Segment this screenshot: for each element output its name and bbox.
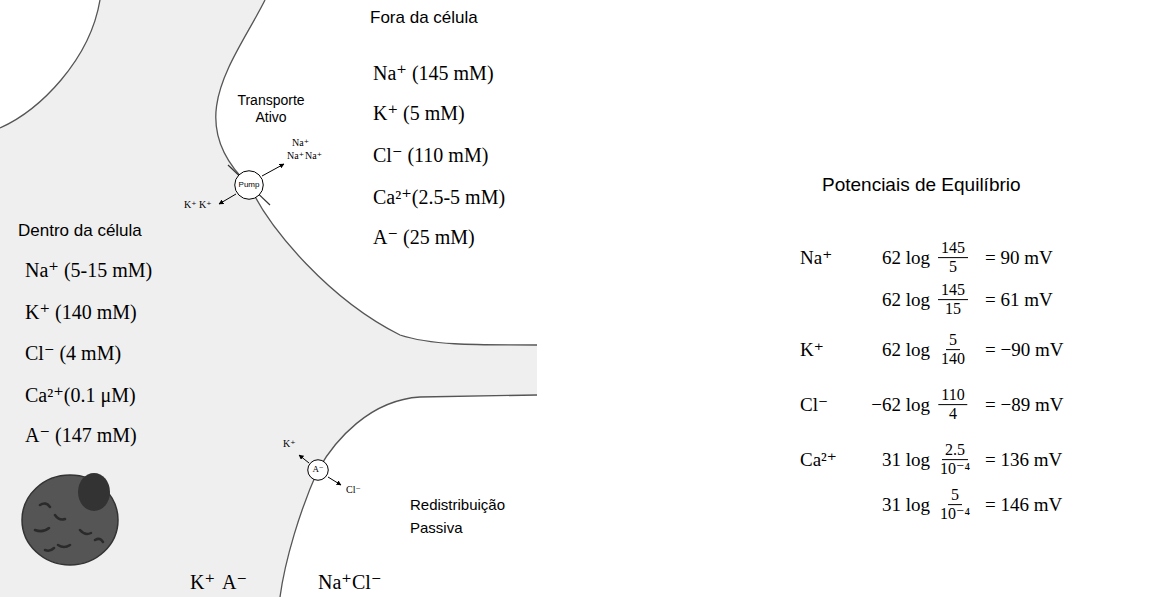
channel-arrow [328,477,341,485]
fraction-numerator: 5 [948,486,962,505]
equation-term: 31 log [882,494,930,517]
ion-symbol: K⁺ [283,438,296,450]
pump-circle: Pump [234,170,264,200]
equation-term: = 90 mV [985,247,1053,270]
cell-interior [0,0,537,597]
equation-term: Cl⁻ [800,394,828,417]
cell-membrane [216,0,537,345]
fraction-numerator: 145 [938,239,968,258]
equation-term: = 136 mV [985,449,1062,472]
fraction-denominator: 5 [946,259,960,277]
fraction-denominator: 140 [938,351,968,369]
section-heading: Dentro da célula [18,221,142,241]
ion-concentration: Cl⁻ (4 mM) [25,341,121,365]
equation-term: −62 log [871,394,930,417]
process-label: Transporte Ativo [232,92,310,126]
ion-concentration: K⁺ (140 mM) [25,300,137,324]
equation-term: Na⁺ [800,247,832,270]
nucleolus [78,473,110,511]
cell-membrane [280,395,537,597]
fraction-numerator: 145 [938,281,968,300]
efflux-arrow [262,164,284,176]
fraction: 5140 [938,331,968,369]
fraction: 2.510⁻⁴ [937,441,973,479]
equation-term: 62 log [882,339,930,362]
channel-circle: A⁻ [307,459,329,481]
node-label: Pump [239,181,260,190]
ion-concentration: A⁻ (25 mM) [373,225,475,249]
fraction-denominator: 15 [942,301,964,319]
equation-term: 31 log [882,449,930,472]
ion-concentration: Na⁺ [318,570,352,594]
fraction-numerator: 2.5 [942,441,968,460]
fraction: 1104 [938,386,967,424]
ion-concentration: Na⁺ (145 mM) [373,61,494,85]
ion-symbol: K⁺ [184,199,197,211]
fraction-denominator: 4 [946,406,960,424]
fraction: 14515 [938,281,968,319]
section-heading: Potenciais de Equilíbrio [822,174,1021,197]
fraction: 510⁻⁴ [937,486,973,524]
ion-concentration: A⁻ [222,570,247,594]
ion-symbol: Cl⁻ [346,484,361,496]
influx-arrow [219,194,236,204]
ion-concentration: Ca²⁺(0.1 μM) [25,383,136,407]
fraction-numerator: 110 [938,386,967,405]
node-label: A⁻ [312,465,323,475]
ion-concentration: A⁻ (147 mM) [25,423,137,447]
ion-concentration: Cl⁻ (110 mM) [373,143,488,167]
fraction-denominator: 10⁻⁴ [937,506,973,524]
pump-membrane-segment [228,165,270,205]
equation-term: = −90 mV [985,339,1063,362]
chromatin [35,503,103,550]
equation-term: 62 log [882,289,930,312]
ion-symbol: Na⁺ [292,137,309,149]
equation-term: = 61 mV [985,289,1053,312]
fraction-denominator: 10⁻⁴ [937,461,973,479]
ion-concentration: Cl⁻ [352,570,381,594]
equation-term: Ca²⁺ [800,449,837,472]
section-heading: Fora da célula [370,8,478,28]
ion-symbol: Na⁺ [305,150,322,162]
equation-term: 62 log [882,247,930,270]
ion-concentration: Na⁺ (5-15 mM) [25,258,152,282]
fraction-numerator: 5 [946,331,960,350]
ion-symbol: K⁺ [199,199,212,211]
ion-concentration: K⁺ [190,570,215,594]
cell-membrane [0,0,100,128]
ion-concentration: K⁺ (5 mM) [373,101,465,125]
process-label: Redistribuição Passiva [410,494,530,539]
ion-symbol: Na⁺ [287,150,304,162]
fraction: 1455 [938,239,968,277]
channel-arrow [299,455,309,463]
equation-term: K⁺ [800,339,824,362]
ion-concentration: Ca²⁺(2.5-5 mM) [373,185,505,209]
equation-term: = −89 mV [985,394,1063,417]
equation-term: = 146 mV [985,494,1062,517]
